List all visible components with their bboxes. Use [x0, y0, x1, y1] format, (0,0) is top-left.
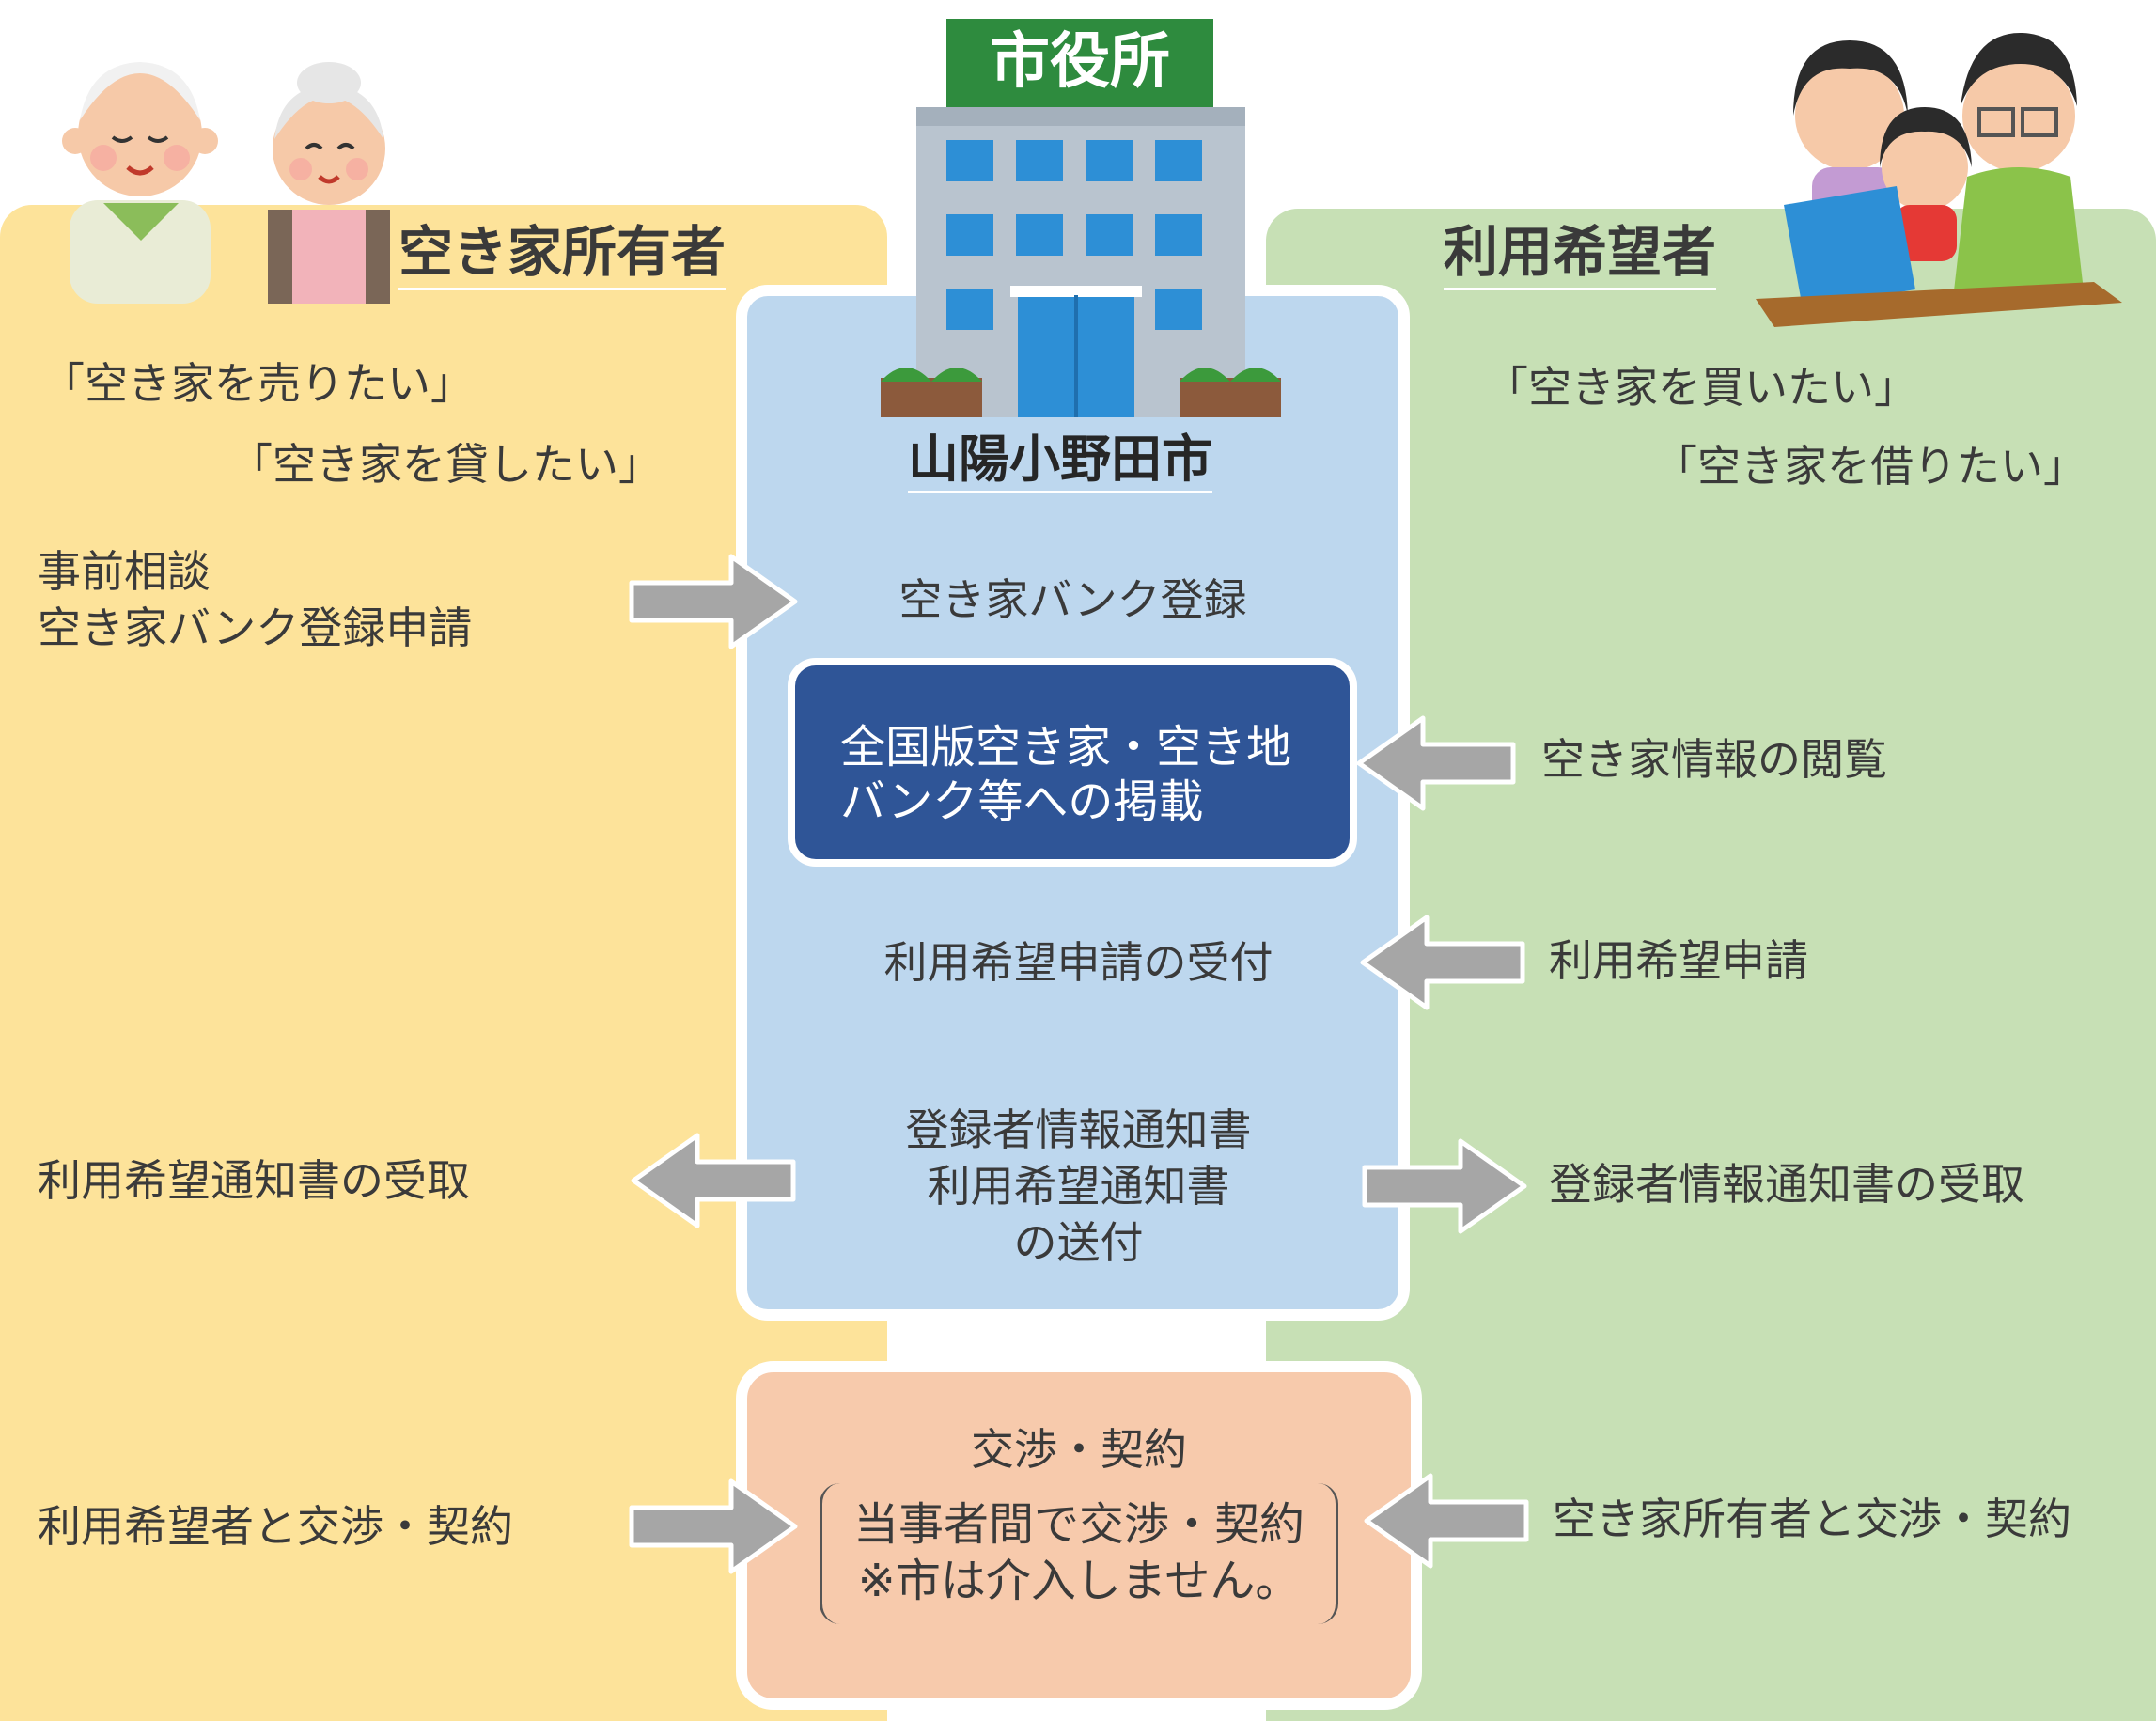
owner-quote-sell: 「空き家を売りたい」: [41, 358, 474, 409]
city-step-send: 登録者情報通知書 利用希望通知書 の送付: [747, 1102, 1410, 1271]
bank-listing-box: 全国版空き家・空き地 バンク等への掲載: [788, 658, 1357, 867]
user-step-browse: 空き家情報の閲覧: [1541, 734, 1887, 785]
city-step-accept: 利用希望申請の受付: [883, 937, 1273, 988]
city-step-send-line1: 登録者情報通知書: [905, 1104, 1252, 1155]
arrow-apply-to-accept: [1360, 915, 1525, 1010]
negotiation-note-line2: ※市は介入しません。: [857, 1555, 1301, 1607]
bank-listing-line2: バンク等への掲載: [840, 775, 1204, 828]
owner-step-consult: 事前相談 空き家バンク登録申請: [38, 543, 472, 656]
negotiation-title: 交渉・契約: [971, 1424, 1187, 1475]
user-step-apply: 利用希望申請: [1549, 935, 1808, 986]
city-name: 山陽小野田市: [908, 429, 1212, 493]
negotiation-note: 当事者間で交渉・契約 ※市は介入しません。: [820, 1496, 1338, 1609]
owner-step-receive-notice: 利用希望通知書の受取: [38, 1155, 470, 1206]
user-step-negotiate: 空き家所有者と交渉・契約: [1553, 1494, 2071, 1544]
user-step-receive-notice: 登録者情報通知書の受取: [1549, 1159, 2024, 1210]
owner-quote-rent: 「空き家を貸したい」: [229, 439, 662, 490]
arrow-send-to-user: [1362, 1138, 1527, 1234]
user-quote-rent: 「空き家を借りたい」: [1654, 441, 2086, 492]
owner-step-negotiate: 利用希望者と交渉・契約: [38, 1501, 513, 1552]
owner-step-consult-line1: 事前相談: [38, 546, 211, 597]
arrow-owner-to-negotiation: [629, 1478, 798, 1574]
city-step-send-line2: 利用希望通知書: [927, 1161, 1230, 1212]
owner-step-consult-line2: 空き家バンク登録申請: [38, 602, 473, 653]
city-hall-building-icon: [881, 19, 1281, 417]
arrow-send-to-owner: [631, 1133, 796, 1228]
negotiation-note-line1: 当事者間で交渉・契約: [852, 1498, 1305, 1551]
owner-title: 空き家所有者: [398, 218, 726, 290]
negotiation-bracket: [820, 1483, 1338, 1624]
user-title: 利用希望者: [1444, 218, 1717, 290]
elderly-couple-icon: [62, 62, 390, 304]
city-step-send-line3: の送付: [1013, 1217, 1144, 1268]
arrow-browse-to-bank: [1356, 715, 1516, 811]
family-with-laptop-icon: [1756, 32, 2122, 327]
arrow-user-to-negotiation: [1364, 1473, 1529, 1569]
arrow-owner-to-register: [629, 554, 798, 649]
negotiation-panel: [736, 1361, 1422, 1710]
city-hall-sign: 市役所: [990, 27, 1170, 97]
user-quote-buy: 「空き家を買いたい」: [1485, 362, 1917, 413]
bank-listing-line1: 全国版空き家・空き地: [840, 721, 1292, 774]
city-step-register: 空き家バンク登録: [898, 574, 1247, 625]
